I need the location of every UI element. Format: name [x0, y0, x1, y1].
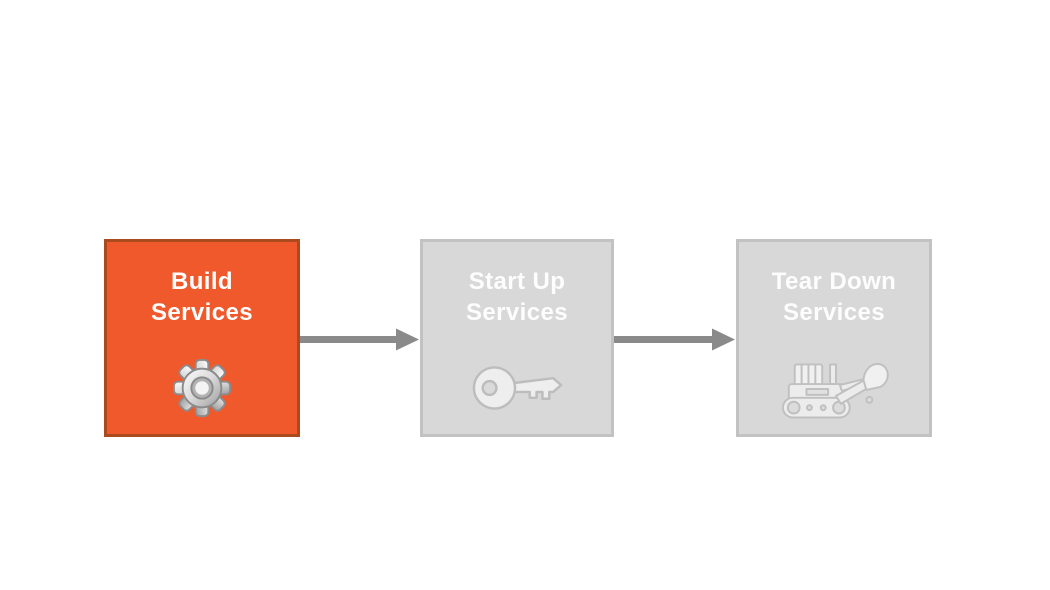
step-build-services-label: Build Services — [151, 266, 253, 328]
step-label-line: Services — [783, 299, 885, 326]
step-start-up-services-label: Start Up Services — [466, 266, 568, 328]
step-label-line: Services — [466, 299, 568, 326]
arrow-startup-to-teardown — [614, 328, 735, 351]
step-build-services: Build Services — [104, 239, 300, 437]
step-start-up-services: Start Up Services — [420, 239, 614, 437]
step-tear-down-services: Tear Down Services — [736, 239, 932, 437]
step-label-line: Build — [171, 268, 233, 295]
gear-icon — [171, 348, 233, 428]
arrow-head — [712, 328, 735, 351]
step-tear-down-services-label: Tear Down Services — [772, 266, 897, 328]
bulldozer-icon — [779, 348, 889, 428]
step-label-line: Tear Down — [771, 268, 897, 295]
arrow-head — [396, 328, 419, 351]
key-icon — [470, 348, 564, 428]
step-label-line: Services — [151, 299, 253, 326]
arrow-build-to-startup — [300, 328, 419, 351]
step-label-line: Start Up — [468, 268, 566, 295]
